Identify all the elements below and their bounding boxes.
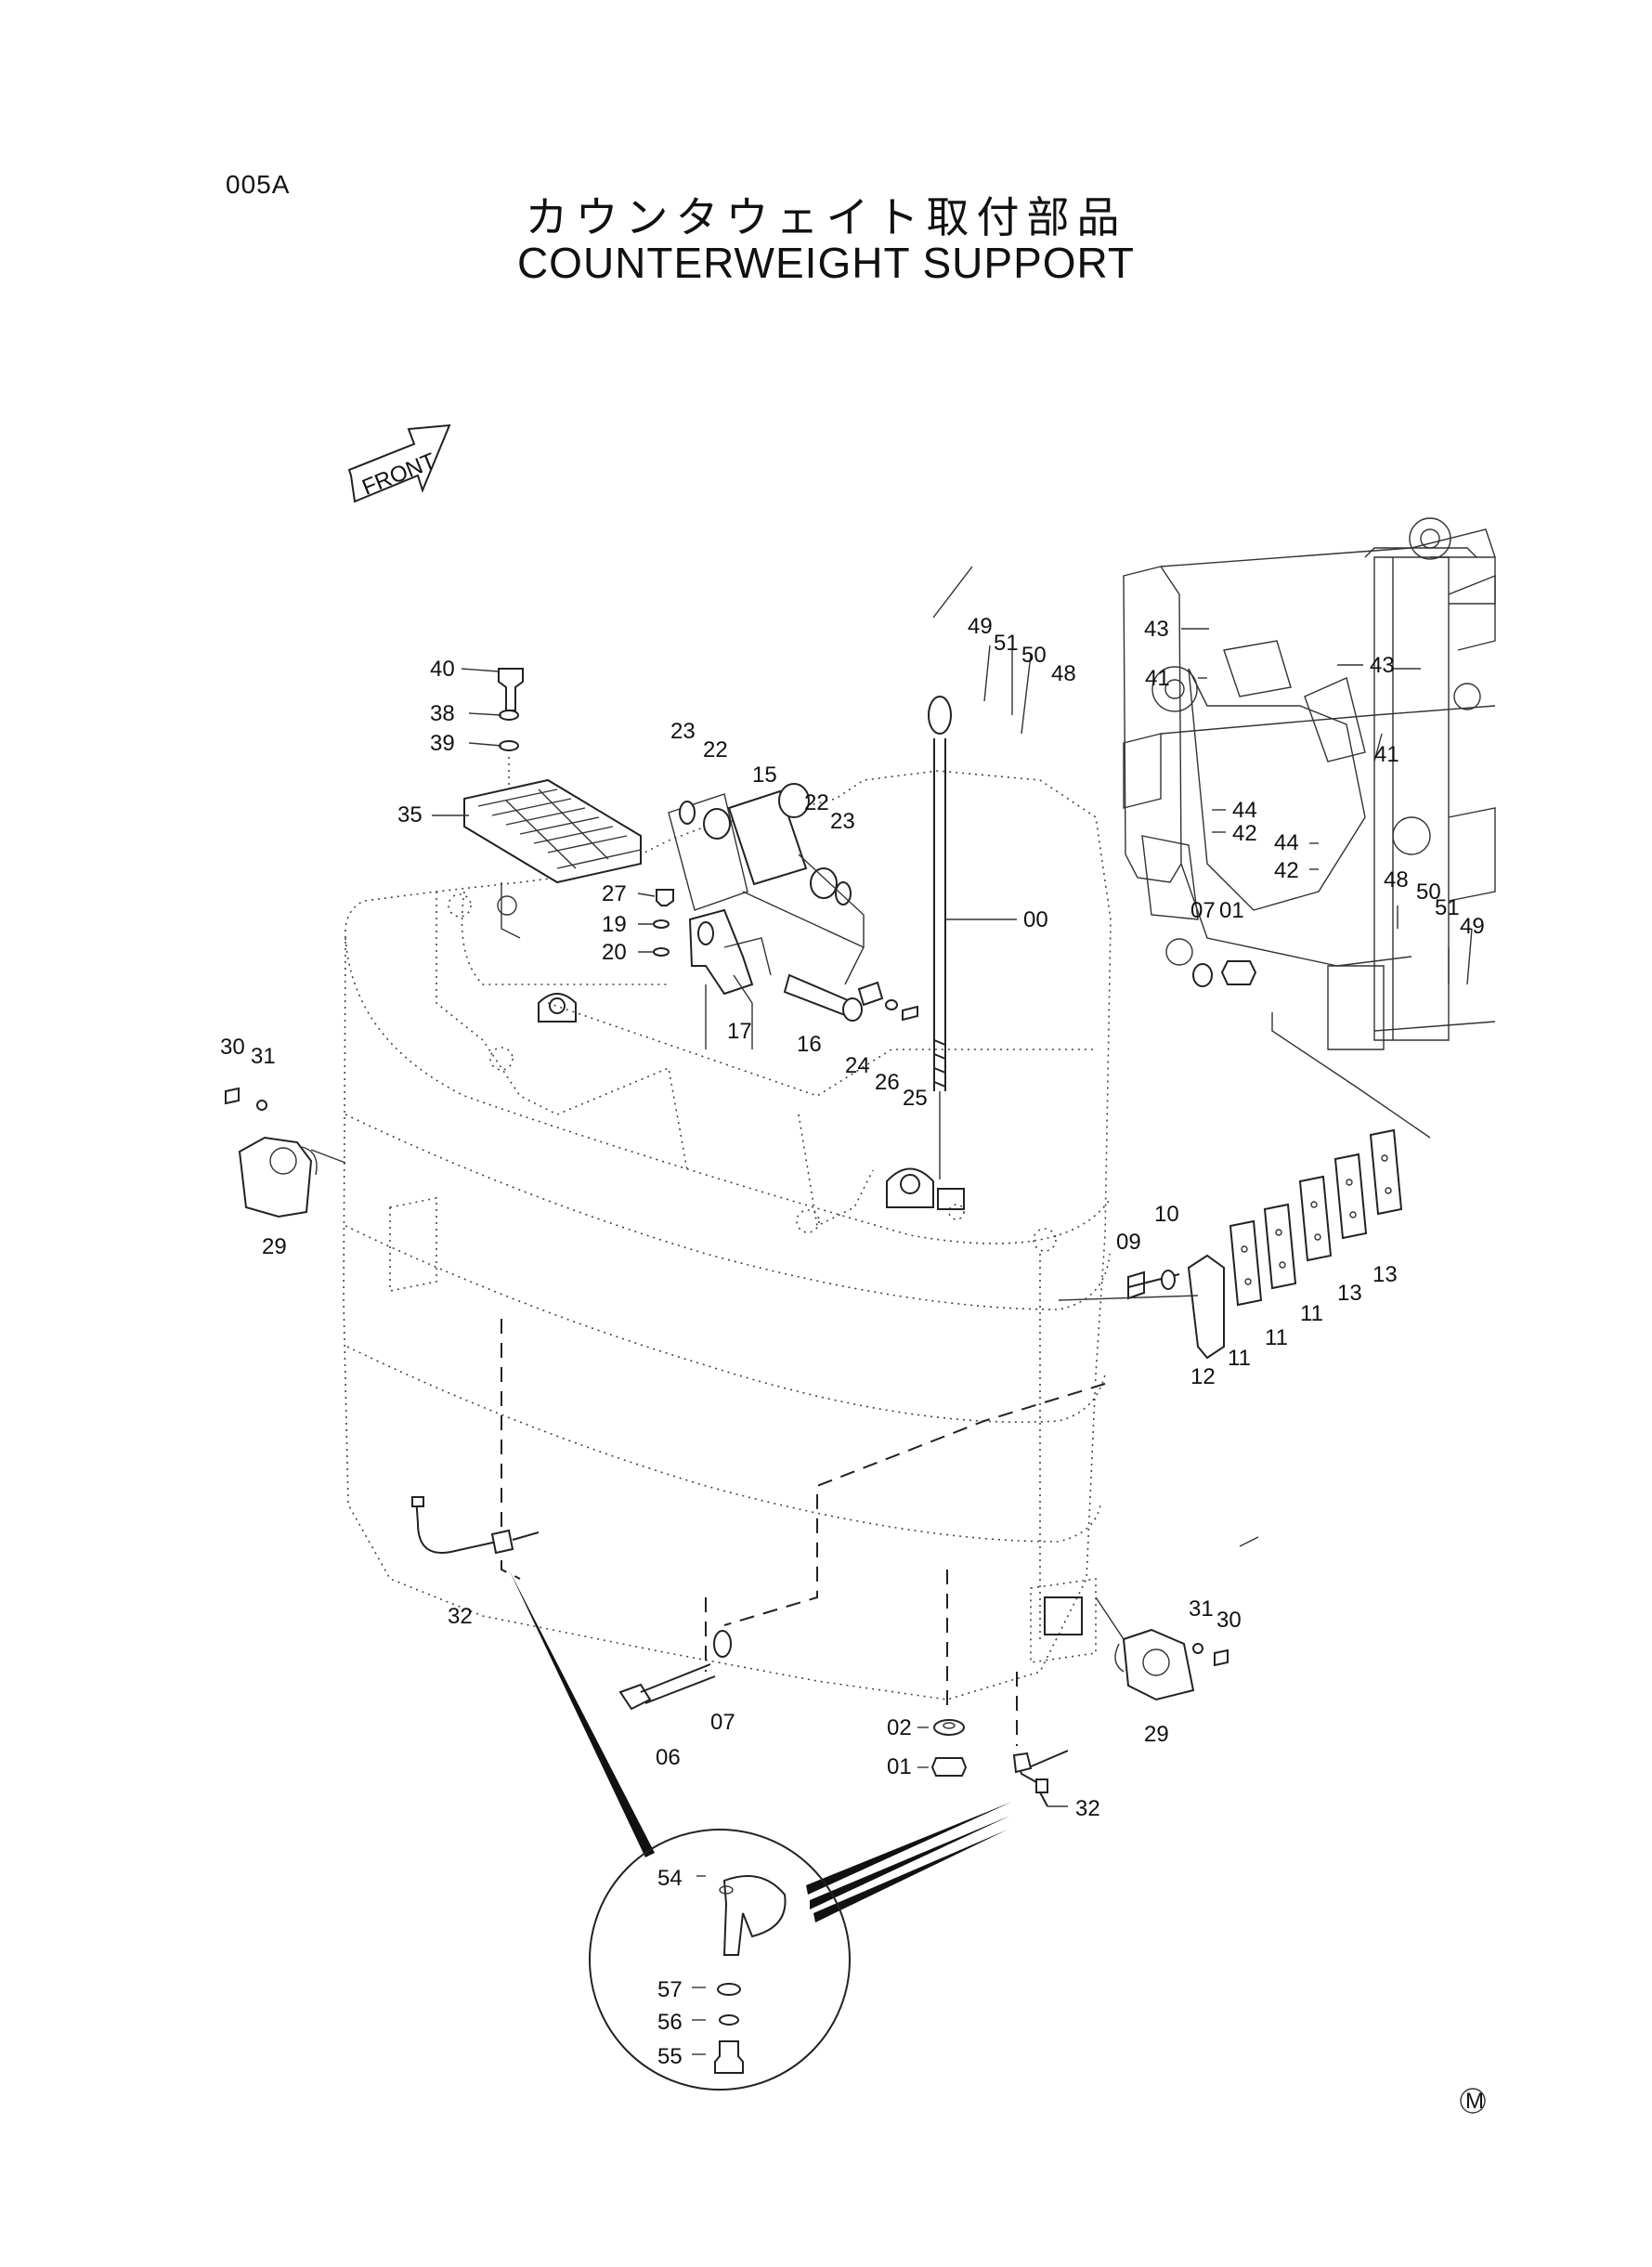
title-japanese: カウンタウェイト取付部品: [525, 192, 1127, 242]
callout-44: 44: [1274, 830, 1299, 855]
side-bracket-right: [1095, 1596, 1229, 1701]
callout-10: 10: [1154, 1202, 1179, 1227]
step-assembly: [463, 668, 642, 939]
callout-42: 42: [1274, 858, 1299, 883]
callout-35: 35: [397, 802, 423, 827]
callout-51: 51: [1435, 895, 1460, 920]
callout-06: 06: [656, 1745, 681, 1770]
leader-lines: [432, 566, 1473, 2055]
callout-50: 50: [1021, 643, 1047, 668]
callout-07: 07: [710, 1710, 735, 1735]
callout-01: 01: [887, 1754, 912, 1779]
callout-22: 22: [703, 737, 728, 762]
callout-31: 31: [1189, 1596, 1214, 1622]
callout-13: 13: [1337, 1281, 1362, 1306]
callout-26: 26: [875, 1070, 900, 1095]
callout-55: 55: [657, 2044, 683, 2069]
callout-31: 31: [251, 1044, 276, 1069]
callout-49: 49: [968, 614, 993, 639]
cable-assemblies: [411, 1496, 1069, 1807]
callout-22: 22: [804, 790, 829, 815]
upper-frame: [1123, 517, 1496, 1050]
callout-11: 11: [1265, 1325, 1288, 1350]
callout-32: 32: [448, 1604, 473, 1629]
callout-25: 25: [903, 1086, 928, 1111]
callout-30: 30: [1216, 1608, 1242, 1633]
callout-41: 41: [1145, 666, 1170, 691]
callout-29: 29: [262, 1234, 287, 1259]
callout-12: 12: [1190, 1364, 1216, 1389]
callout-07: 07: [1190, 898, 1216, 923]
callout-00: 00: [1023, 907, 1048, 932]
callout-43: 43: [1370, 653, 1395, 678]
callout-13: 13: [1372, 1262, 1398, 1287]
callout-30: 30: [220, 1035, 245, 1060]
title-english: COUNTERWEIGHT SUPPORT: [516, 239, 1136, 287]
m-mark-label: M: [1465, 2089, 1484, 2114]
callout-41: 41: [1374, 742, 1399, 767]
counterweight-body: [343, 770, 1112, 1746]
side-bracket-left: [225, 1087, 346, 1218]
pin-assembly: [653, 783, 918, 1049]
bottom-bolts: [618, 960, 1257, 1777]
callout-01: 01: [1219, 898, 1244, 923]
callout-40: 40: [430, 657, 455, 682]
callout-54: 54: [657, 1866, 683, 1891]
callout-24: 24: [845, 1053, 870, 1078]
front-label: FRONT: [358, 449, 439, 501]
callout-labels: 00 01 01 02 06 07 07 09 10 11 11 11 12 1…: [220, 614, 1485, 2069]
callout-39: 39: [430, 731, 455, 756]
shim-stack: [1058, 1012, 1431, 1360]
callout-51: 51: [994, 631, 1019, 656]
callout-32: 32: [1075, 1796, 1100, 1821]
callout-43: 43: [1144, 617, 1169, 642]
callout-17: 17: [727, 1019, 752, 1044]
callout-38: 38: [430, 701, 455, 726]
m-mark-icon: M: [1460, 2088, 1486, 2114]
callout-11: 11: [1300, 1301, 1323, 1326]
callout-23: 23: [830, 809, 855, 834]
callout-49: 49: [1460, 914, 1485, 939]
callout-15: 15: [752, 762, 777, 788]
callout-29: 29: [1144, 1722, 1169, 1747]
callout-11: 11: [1228, 1346, 1251, 1371]
callout-20: 20: [602, 940, 627, 965]
callout-56: 56: [657, 2010, 683, 2035]
callout-44: 44: [1232, 798, 1257, 823]
detail-view: [509, 1570, 1012, 2091]
callout-16: 16: [797, 1032, 822, 1057]
callout-02: 02: [887, 1715, 912, 1740]
callout-27: 27: [602, 881, 627, 906]
callout-50: 50: [1416, 879, 1441, 905]
callout-57: 57: [657, 1977, 683, 2002]
front-arrow-icon: FRONT: [347, 423, 451, 503]
callout-23: 23: [670, 719, 696, 744]
callout-48: 48: [1384, 867, 1409, 892]
callout-42: 42: [1232, 821, 1257, 846]
rod-assembly: [928, 696, 952, 1179]
page-code: 005A: [226, 170, 291, 199]
callout-09: 09: [1116, 1230, 1141, 1255]
callout-19: 19: [602, 912, 627, 937]
callout-48: 48: [1051, 661, 1076, 686]
